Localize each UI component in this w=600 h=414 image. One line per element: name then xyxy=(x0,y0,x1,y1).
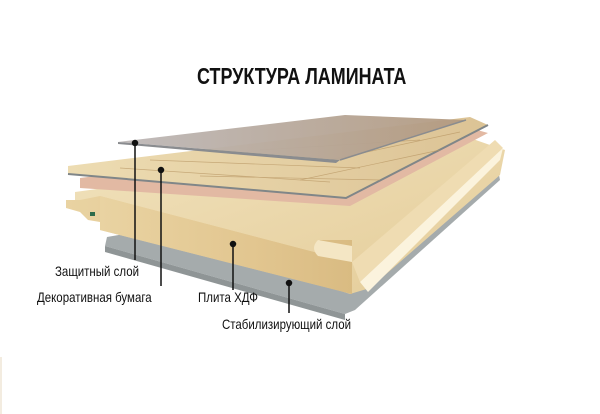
label-hdf-board: Плита ХДФ xyxy=(198,289,258,305)
left-edge-strip xyxy=(0,357,2,414)
label-stabilizing-layer: Стабилизирующий слой xyxy=(222,316,352,332)
diagram-title: СТРУКТУРА ЛАМИНАТА xyxy=(197,63,407,89)
label-decorative-paper: Декоративная бумага xyxy=(37,289,152,305)
protective-layer xyxy=(118,115,467,163)
protective-leader-dot xyxy=(131,139,139,147)
stabilizing-leader-dot xyxy=(285,279,293,287)
leader-lines xyxy=(131,139,293,313)
decor-leader-dot xyxy=(157,166,165,174)
label-protective-layer: Защитный слой xyxy=(55,263,139,279)
hdf-leader-dot xyxy=(229,240,237,248)
